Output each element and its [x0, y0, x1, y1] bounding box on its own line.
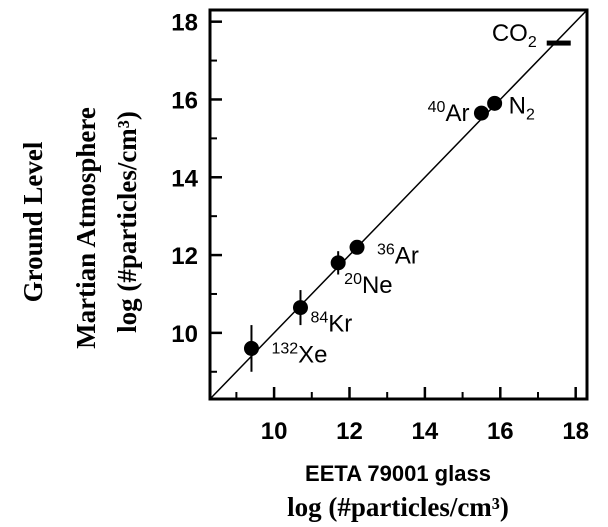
reference-line-group [209, 9, 588, 400]
x-tick-label: 14 [412, 418, 439, 445]
y-tick-label: 16 [171, 87, 198, 114]
data-point-84kr [292, 300, 308, 316]
y-tick-label: 10 [171, 321, 198, 348]
data-point-40ar [473, 105, 489, 121]
plot-frame [208, 8, 589, 401]
x-axis-title-line-2: log (#particles/cm³) [287, 492, 509, 522]
y-axis-title-line-1: Ground Level [18, 141, 48, 302]
y-axis-title-line-2: Martian Atmosphere [71, 107, 101, 349]
point-label-84kr: 84Kr [310, 310, 352, 338]
data-point-36ar [349, 239, 365, 255]
point-label-36ar: 36Ar [377, 241, 419, 269]
ticks-group: 10 12 14 16 18 10 12 14 16 18 [171, 10, 589, 445]
x-axis-title-line-1: EETA 79001 glass [305, 461, 491, 486]
x-tick-label: 12 [336, 418, 363, 445]
y-axis-title-line-3: log (#particles/cm³) [112, 111, 142, 333]
x-tick-label: 16 [487, 418, 514, 445]
x-tick-label: 18 [562, 418, 589, 445]
point-label-40ar: 40Ar [428, 99, 470, 127]
points-group [243, 40, 571, 372]
data-point-co2 [546, 40, 571, 46]
y-tick-label: 12 [171, 243, 198, 270]
data-point-20ne [330, 255, 346, 271]
y-tick-label: 14 [171, 165, 198, 192]
point-label-co2: CO2 [492, 20, 537, 51]
data-point-n2 [487, 95, 503, 111]
point-label-132xe: 132Xe [271, 340, 327, 368]
data-point-132xe [243, 340, 259, 356]
point-label-n2: N2 [509, 92, 535, 123]
x-tick-label: 10 [261, 418, 288, 445]
y-tick-label: 18 [171, 10, 198, 37]
reference-line [209, 9, 588, 400]
point-label-20ne: 20Ne [344, 271, 392, 299]
